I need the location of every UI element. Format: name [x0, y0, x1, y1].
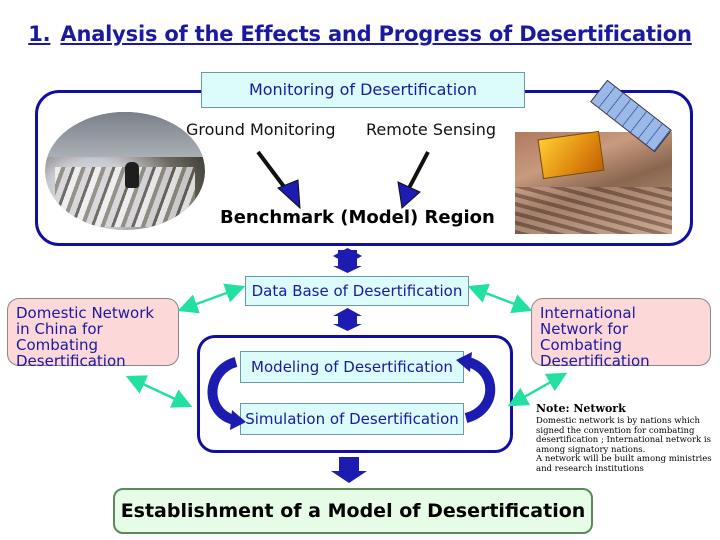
region-database-double-arrow	[333, 248, 362, 273]
international-database-link	[467, 283, 533, 314]
note-line: and research institutions	[536, 463, 644, 474]
to-establishment-arrow	[331, 457, 367, 483]
monitoring-label: Monitoring of Desertification	[201, 72, 525, 108]
benchmark-region-label: Benchmark (Model) Region	[220, 207, 495, 228]
ground-to-region-arrow	[256, 150, 301, 210]
remote-to-region-arrow	[397, 151, 430, 209]
note-line: A network will be built among ministries	[536, 454, 712, 464]
database-box: Data Base of Desertification	[245, 276, 469, 306]
establishment-box: Establishment of a Model of Desertificat…	[113, 488, 593, 534]
domestic-database-link	[177, 283, 246, 314]
simulation-box: Simulation of Desertification	[240, 403, 464, 435]
note-line: signed the convention for combating	[536, 425, 695, 436]
note-line: desertification ; International network …	[536, 435, 711, 445]
modeling-box: Modeling of Desertification	[240, 351, 464, 383]
ground-monitoring-photo	[45, 112, 205, 230]
remote-sensing-image	[515, 132, 672, 234]
cycle-left-arrow	[207, 357, 246, 430]
title-number: 1.	[28, 22, 51, 46]
cycle-right-arrow	[456, 352, 496, 423]
note-line: Domestic network is by nations which	[536, 416, 700, 426]
page-title: 1. Analysis of the Effects and Progress o…	[0, 22, 720, 46]
note-line: among signatory nations.	[536, 444, 646, 455]
international-modeling-link	[507, 372, 568, 407]
domestic-modeling-link	[125, 375, 193, 408]
title-text: Analysis of the Effects and Progress of …	[60, 22, 692, 46]
domestic-network-box: Domestic Network in China for Combating …	[7, 298, 179, 369]
database-modeling-double-arrow	[333, 308, 362, 331]
person-figure	[125, 162, 139, 188]
note-body: Domestic network is by nations which sig…	[536, 416, 716, 474]
ground-monitoring-label: Ground Monitoring	[186, 120, 336, 139]
international-network-box: International Network for Combating Dese…	[531, 298, 711, 369]
remote-sensing-label: Remote Sensing	[366, 120, 497, 139]
